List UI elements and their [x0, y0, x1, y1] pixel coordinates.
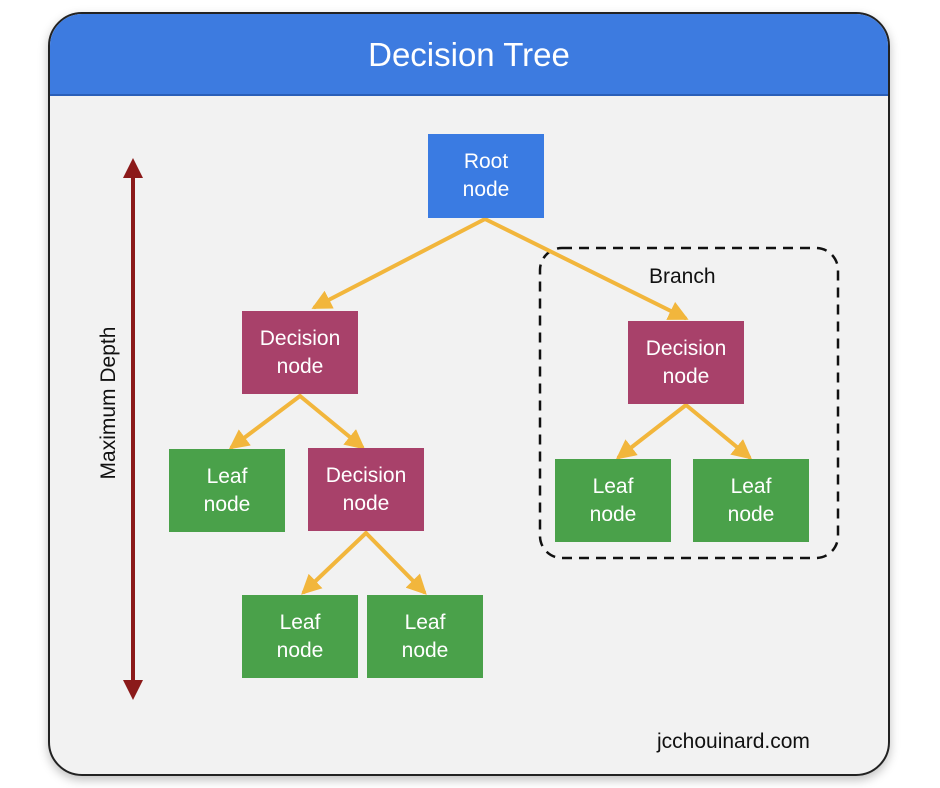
edge-root-to-decision-left — [311, 217, 487, 309]
leaf-node-2-line2: node — [276, 638, 324, 662]
leaf-node-5: Leaf node — [693, 459, 809, 542]
leaf-node-1-line1: Leaf — [206, 464, 248, 488]
edge-root-to-decision-right — [483, 217, 689, 320]
leaf-node-3-line1: Leaf — [404, 610, 446, 634]
edge-decision-mid-to-leaf-2 — [301, 531, 368, 595]
leaf-node-5-line2: node — [727, 502, 775, 526]
decision-node-right: Decision node — [628, 321, 744, 404]
leaf-node-3: Leaf node — [367, 595, 483, 678]
leaf-node-1: Leaf node — [169, 449, 285, 532]
edge-decision-right-to-leaf-5 — [684, 403, 753, 460]
edge-decision-right-to-leaf-4 — [615, 403, 688, 460]
leaf-node-2-line1: Leaf — [279, 610, 321, 634]
maximum-depth-label: Maximum Depth — [97, 326, 120, 480]
title-bar — [50, 14, 888, 96]
edge-decision-mid-to-leaf-3 — [364, 531, 427, 595]
branch-box — [538, 246, 840, 560]
root-node-line2: node — [462, 178, 510, 201]
decision-node-mid-line2: node — [342, 491, 390, 515]
branch-label: Branch — [649, 265, 716, 288]
decision-node-left-line2: node — [276, 354, 324, 378]
site-credit: jcchouinard.com — [657, 730, 810, 753]
leaf-node-2: Leaf node — [242, 595, 358, 678]
leaf-node-4-line1: Leaf — [592, 474, 634, 498]
root-node: Root node — [428, 134, 544, 218]
diagram-title: Decision Tree — [368, 36, 570, 73]
root-node-line1: Root — [463, 150, 509, 173]
edge-decision-left-to-leaf-1 — [228, 394, 302, 450]
decision-node-right-line2: node — [662, 364, 710, 388]
leaf-node-4-line2: node — [589, 502, 637, 526]
leaf-node-1-line2: node — [203, 492, 251, 516]
decision-node-mid: Decision node — [308, 448, 424, 531]
decision-node-left: Decision node — [242, 311, 358, 394]
leaf-node-3-line2: node — [401, 638, 449, 662]
leaf-node-4: Leaf node — [555, 459, 671, 542]
decision-node-left-line1: Decision — [259, 326, 341, 350]
decision-node-mid-line1: Decision — [325, 463, 407, 487]
decision-node-right-line1: Decision — [645, 336, 727, 360]
leaf-node-5-line1: Leaf — [730, 474, 772, 498]
edge-decision-left-to-decision-mid — [298, 394, 366, 450]
